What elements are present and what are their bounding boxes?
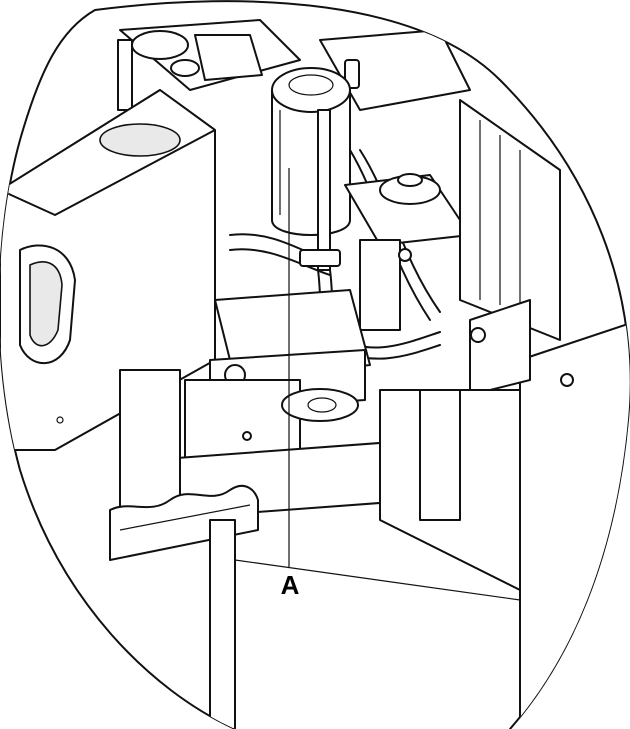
left-mounting-plate [0, 89, 216, 451]
lower-valve-block [109, 289, 421, 561]
right-bracket [344, 173, 471, 331]
callout-label-a: A [280, 570, 300, 600]
lower-frame [209, 389, 521, 729]
upper-linkage [117, 19, 471, 111]
fuel-filter-canister [271, 67, 351, 271]
